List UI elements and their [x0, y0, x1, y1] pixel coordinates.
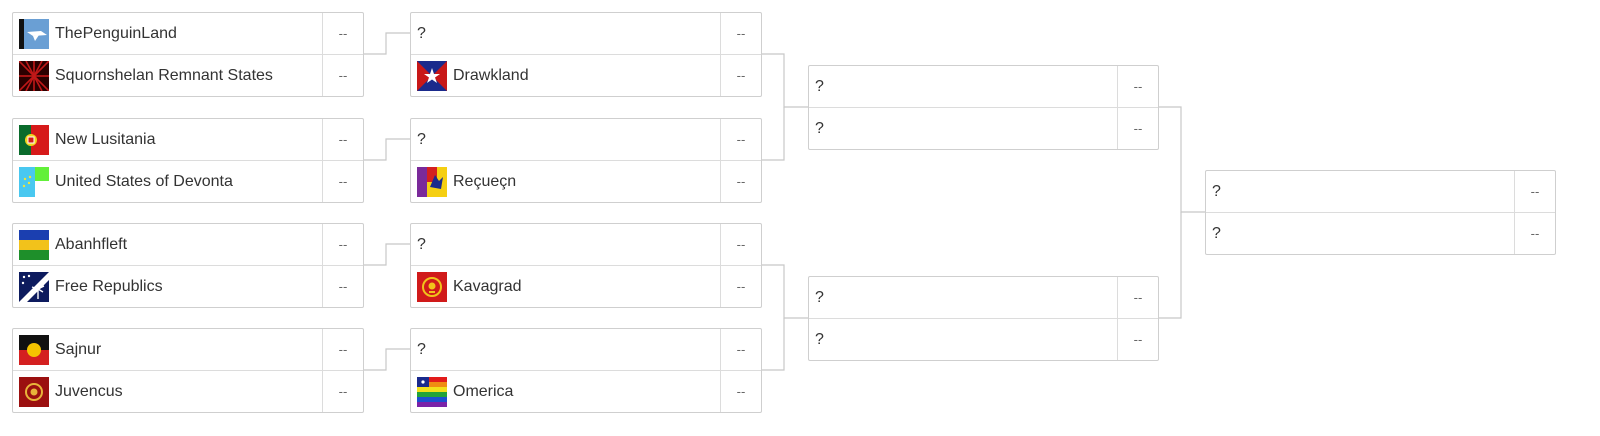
team-row[interactable]: Sajnur -- [13, 329, 363, 371]
match-r3-2[interactable]: ? -- ? -- [808, 276, 1159, 361]
team-score: -- [1117, 277, 1158, 318]
team-score: -- [322, 371, 363, 412]
team-row[interactable]: ? -- [1206, 171, 1555, 213]
recuecn-flag-icon [417, 166, 447, 197]
team-name: Drawkland [453, 67, 529, 84]
team-score: -- [322, 266, 363, 307]
team-score: -- [720, 224, 761, 265]
team-row[interactable]: ? -- [809, 277, 1158, 319]
team-name: ? [815, 331, 824, 348]
team-score: -- [322, 224, 363, 265]
team-name: New Lusitania [55, 131, 156, 148]
team-name: Kavagrad [453, 278, 522, 295]
connector-r2-m1 [760, 53, 808, 108]
team-row[interactable]: Free Republics -- [13, 266, 363, 307]
team-name: ? [417, 131, 426, 148]
omerica-flag-icon [417, 376, 447, 407]
connector-r1-m2 [362, 138, 410, 161]
team-name: Reçueçn [453, 173, 517, 190]
team-row[interactable]: ? -- [411, 13, 761, 55]
team-name: ? [815, 120, 824, 137]
team-score: -- [1514, 213, 1555, 254]
team-name: ? [1212, 183, 1221, 200]
team-name: ? [417, 236, 426, 253]
team-row[interactable]: ? -- [809, 66, 1158, 108]
team-row[interactable]: ? -- [809, 319, 1158, 360]
team-row[interactable]: ? -- [1206, 213, 1555, 254]
team-row[interactable]: Abanhfleft -- [13, 224, 363, 266]
connector-r1-m4 [362, 348, 410, 371]
team-row[interactable]: ? -- [411, 329, 761, 371]
team-row[interactable]: United States of Devonta -- [13, 161, 363, 202]
team-name: ? [417, 341, 426, 358]
penguinland-flag-icon [19, 18, 49, 49]
team-score: -- [720, 13, 761, 54]
team-score: -- [1117, 319, 1158, 360]
kavagrad-flag-icon [417, 271, 447, 302]
connector-r3-m1 [1157, 106, 1205, 213]
connector-r1-m3 [362, 243, 410, 266]
team-score: -- [322, 55, 363, 96]
sajnur-flag-icon [19, 334, 49, 365]
team-row[interactable]: New Lusitania -- [13, 119, 363, 161]
team-row[interactable]: Omerica -- [411, 371, 761, 412]
team-name: ? [815, 78, 824, 95]
team-row[interactable]: Juvencus -- [13, 371, 363, 412]
team-score: -- [1514, 171, 1555, 212]
team-name: Juvencus [55, 383, 123, 400]
team-name: ? [1212, 225, 1221, 242]
connector-r1-m1 [362, 32, 410, 55]
match-r1-4[interactable]: Sajnur -- Juvencus -- [12, 328, 364, 413]
team-score: -- [322, 119, 363, 160]
team-score: -- [720, 371, 761, 412]
match-r1-2[interactable]: New Lusitania -- United States of Devont… [12, 118, 364, 203]
team-score: -- [322, 329, 363, 370]
team-row[interactable]: Drawkland -- [411, 55, 761, 96]
team-name: ThePenguinLand [55, 25, 177, 42]
match-r2-4[interactable]: ? -- Omerica -- [410, 328, 762, 413]
match-r1-1[interactable]: ThePenguinLand -- Squornshelan Remnant S… [12, 12, 364, 97]
squornshelan-flag-icon [19, 60, 49, 91]
team-row[interactable]: ? -- [411, 119, 761, 161]
team-row[interactable]: ? -- [809, 108, 1158, 149]
team-name: Squornshelan Remnant States [55, 67, 273, 84]
abanhfleft-flag-icon [19, 229, 49, 260]
new-lusitania-flag-icon [19, 124, 49, 155]
juvencus-flag-icon [19, 376, 49, 407]
drawkland-flag-icon [417, 60, 447, 91]
match-r2-2[interactable]: ? -- Reçueçn -- [410, 118, 762, 203]
team-score: -- [1117, 108, 1158, 149]
team-score: -- [720, 329, 761, 370]
team-name: Sajnur [55, 341, 102, 358]
connector-r3-m2 [1157, 212, 1182, 319]
team-score: -- [720, 119, 761, 160]
team-name: ? [815, 289, 824, 306]
connector-r2-m2 [760, 107, 785, 161]
team-row[interactable]: Reçueçn -- [411, 161, 761, 202]
team-score: -- [322, 161, 363, 202]
match-r1-3[interactable]: Abanhfleft -- Free Republics -- [12, 223, 364, 308]
team-score: -- [720, 266, 761, 307]
match-r2-3[interactable]: ? -- Kavagrad -- [410, 223, 762, 308]
match-r2-1[interactable]: ? -- Drawkland -- [410, 12, 762, 97]
team-name: Omerica [453, 383, 514, 400]
team-name: Free Republics [55, 278, 163, 295]
connector-r2-m4 [760, 318, 785, 371]
team-score: -- [720, 55, 761, 96]
team-row[interactable]: Squornshelan Remnant States -- [13, 55, 363, 96]
team-row[interactable]: Kavagrad -- [411, 266, 761, 307]
team-name: ? [417, 25, 426, 42]
team-row[interactable]: ThePenguinLand -- [13, 13, 363, 55]
team-name: Abanhfleft [55, 236, 128, 253]
match-final[interactable]: ? -- ? -- [1205, 170, 1556, 255]
connector-r2-m3 [760, 264, 808, 319]
team-row[interactable]: ? -- [411, 224, 761, 266]
team-score: -- [720, 161, 761, 202]
team-score: -- [1117, 66, 1158, 107]
team-name: United States of Devonta [55, 173, 233, 190]
team-score: -- [322, 13, 363, 54]
devonta-flag-icon [19, 166, 49, 197]
free-republics-flag-icon [19, 271, 49, 302]
match-r3-1[interactable]: ? -- ? -- [808, 65, 1159, 150]
